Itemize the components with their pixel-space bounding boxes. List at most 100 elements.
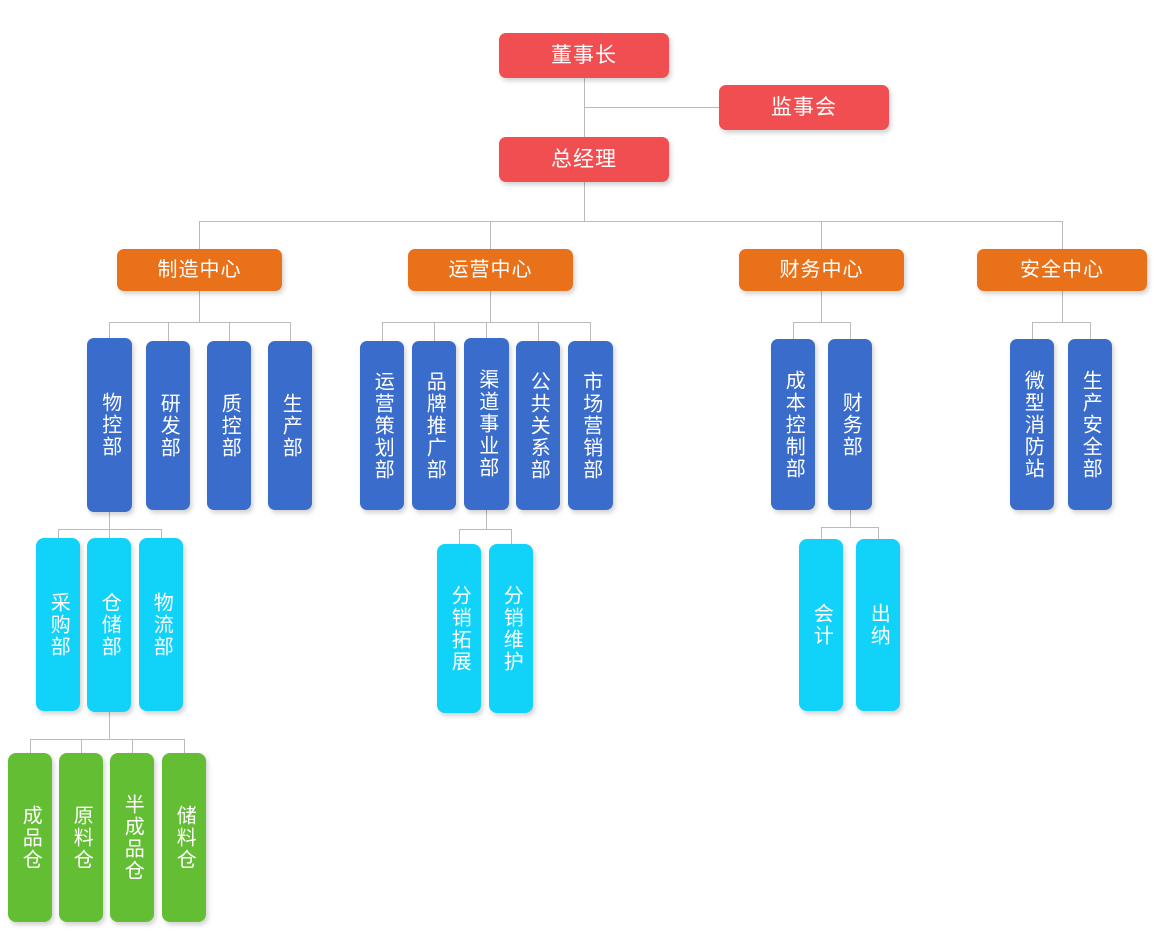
connector-finance-dept-down <box>850 510 851 527</box>
node-dept-operations-planning-label: 运营策划部 <box>371 370 394 481</box>
node-team-distribution-expansion[interactable]: 分销拓展 <box>437 544 481 713</box>
node-center-operations[interactable]: 运营中心 <box>408 249 573 291</box>
connector-manufacturing-down <box>199 291 200 322</box>
node-dept-brand-promotion-label: 品牌推广部 <box>423 370 446 481</box>
connector-operations-child-2 <box>434 322 435 342</box>
node-warehouse-finished-goods[interactable]: 成品仓 <box>8 753 52 922</box>
connector-material-control-down <box>109 512 110 529</box>
node-dept-quality-control[interactable]: 质控部 <box>207 341 251 510</box>
connector-operations-child-4 <box>538 322 539 342</box>
node-team-warehousing-label: 仓储部 <box>98 592 121 658</box>
node-dept-micro-fire-station[interactable]: 微型消防站 <box>1010 339 1054 510</box>
connector-manufacturing-child-4 <box>290 322 291 342</box>
node-supervisory-board-label: 监事会 <box>771 95 837 119</box>
connector-channel-team-1 <box>459 529 460 544</box>
connector-bus-to-manufacturing <box>199 221 200 249</box>
node-dept-micro-fire-station-label: 微型消防站 <box>1021 369 1044 480</box>
node-dept-brand-promotion[interactable]: 品牌推广部 <box>412 341 456 510</box>
connector-chairman-to-supervisory <box>584 107 720 108</box>
connector-safety-child-1 <box>1032 322 1033 340</box>
node-warehouse-finished-goods-label: 成品仓 <box>19 804 42 871</box>
connector-safety-child-2 <box>1090 322 1091 340</box>
node-warehouse-raw-material-label: 原料仓 <box>70 804 93 871</box>
connector-operations-child-1 <box>382 322 383 342</box>
node-team-distribution-maintenance[interactable]: 分销维护 <box>489 544 533 713</box>
connector-chairman-down <box>584 78 585 138</box>
node-dept-public-relations-label: 公共关系部 <box>527 370 550 481</box>
connector-finance-child-1 <box>793 322 794 340</box>
node-dept-marketing[interactable]: 市场营销部 <box>568 341 613 510</box>
node-team-cashier[interactable]: 出纳 <box>856 539 900 711</box>
node-dept-quality-control-label: 质控部 <box>218 392 241 459</box>
node-dept-finance-label: 财务部 <box>839 391 862 458</box>
connector-bus-to-finance <box>821 221 822 249</box>
connector-manufacturing-child-2 <box>168 322 169 342</box>
node-team-logistics[interactable]: 物流部 <box>139 538 183 711</box>
node-center-safety-label: 安全中心 <box>1020 258 1104 281</box>
connector-channel-team-2 <box>511 529 512 544</box>
connector-manufacturing-child-3 <box>229 322 230 342</box>
connector-gm-down <box>584 182 585 221</box>
connector-finance-bus <box>793 322 850 323</box>
node-warehouse-semi-finished-label: 半成品仓 <box>121 793 144 882</box>
node-team-distribution-expansion-label: 分销拓展 <box>448 584 471 673</box>
node-dept-production-safety[interactable]: 生产安全部 <box>1068 339 1112 510</box>
connector-centers-bus <box>199 221 1063 222</box>
connector-warehouse-down <box>109 712 110 739</box>
node-dept-public-relations[interactable]: 公共关系部 <box>516 341 560 510</box>
connector-material-team-3 <box>161 529 162 538</box>
node-dept-channel-business-label: 渠道事业部 <box>475 369 498 479</box>
connector-finance-down <box>821 291 822 322</box>
node-dept-marketing-label: 市场营销部 <box>579 370 602 481</box>
connector-warehouse-2 <box>81 739 82 753</box>
node-general-manager[interactable]: 总经理 <box>499 137 669 182</box>
connector-material-team-1 <box>58 529 59 538</box>
connector-warehouse-1 <box>30 739 31 753</box>
node-dept-rnd-label: 研发部 <box>157 392 180 459</box>
connector-warehouse-3 <box>132 739 133 753</box>
node-center-finance-label: 财务中心 <box>779 258 864 281</box>
connector-channel-teams-bus <box>459 529 511 530</box>
node-team-distribution-maintenance-label: 分销维护 <box>500 584 523 673</box>
node-center-finance[interactable]: 财务中心 <box>739 249 904 291</box>
node-team-accounting-label: 会计 <box>810 603 833 647</box>
node-dept-production-safety-label: 生产安全部 <box>1079 369 1102 480</box>
node-team-accounting[interactable]: 会计 <box>799 539 843 711</box>
node-dept-cost-control[interactable]: 成本控制部 <box>771 339 815 510</box>
connector-manufacturing-bus <box>109 322 290 323</box>
node-team-warehousing[interactable]: 仓储部 <box>87 538 131 712</box>
node-warehouse-raw-material[interactable]: 原料仓 <box>59 753 103 922</box>
node-general-manager-label: 总经理 <box>551 147 617 171</box>
connector-operations-child-3 <box>486 322 487 339</box>
node-center-manufacturing[interactable]: 制造中心 <box>117 249 282 291</box>
node-dept-finance[interactable]: 财务部 <box>828 339 872 510</box>
node-dept-channel-business[interactable]: 渠道事业部 <box>464 338 509 510</box>
node-chairman-label: 董事长 <box>551 43 617 67</box>
node-team-purchasing[interactable]: 采购部 <box>36 538 80 711</box>
node-dept-material-control-label: 物控部 <box>98 392 121 458</box>
node-team-logistics-label: 物流部 <box>150 591 173 658</box>
connector-finance-teams-bus <box>821 527 878 528</box>
node-center-operations-label: 运营中心 <box>448 258 533 281</box>
node-dept-production-label: 生产部 <box>279 392 302 459</box>
connector-warehouse-4 <box>184 739 185 753</box>
node-dept-material-control[interactable]: 物控部 <box>87 338 132 512</box>
connector-bus-to-safety <box>1062 221 1063 249</box>
connector-bus-to-operations <box>490 221 491 249</box>
node-team-cashier-label: 出纳 <box>867 603 890 647</box>
node-warehouse-semi-finished[interactable]: 半成品仓 <box>110 753 154 922</box>
node-dept-production[interactable]: 生产部 <box>268 341 312 510</box>
connector-finance-child-2 <box>850 322 851 340</box>
connector-finance-team-1 <box>821 527 822 539</box>
node-chairman[interactable]: 董事长 <box>499 33 669 78</box>
node-supervisory-board[interactable]: 监事会 <box>719 85 889 130</box>
connector-operations-child-5 <box>590 322 591 342</box>
connector-manufacturing-child-1 <box>109 322 110 340</box>
node-center-safety[interactable]: 安全中心 <box>977 249 1147 291</box>
node-warehouse-storage-material-label: 储料仓 <box>173 804 196 871</box>
node-dept-operations-planning[interactable]: 运营策划部 <box>360 341 404 510</box>
node-warehouse-storage-material[interactable]: 储料仓 <box>162 753 206 922</box>
node-dept-cost-control-label: 成本控制部 <box>782 369 805 480</box>
node-dept-rnd[interactable]: 研发部 <box>146 341 190 510</box>
